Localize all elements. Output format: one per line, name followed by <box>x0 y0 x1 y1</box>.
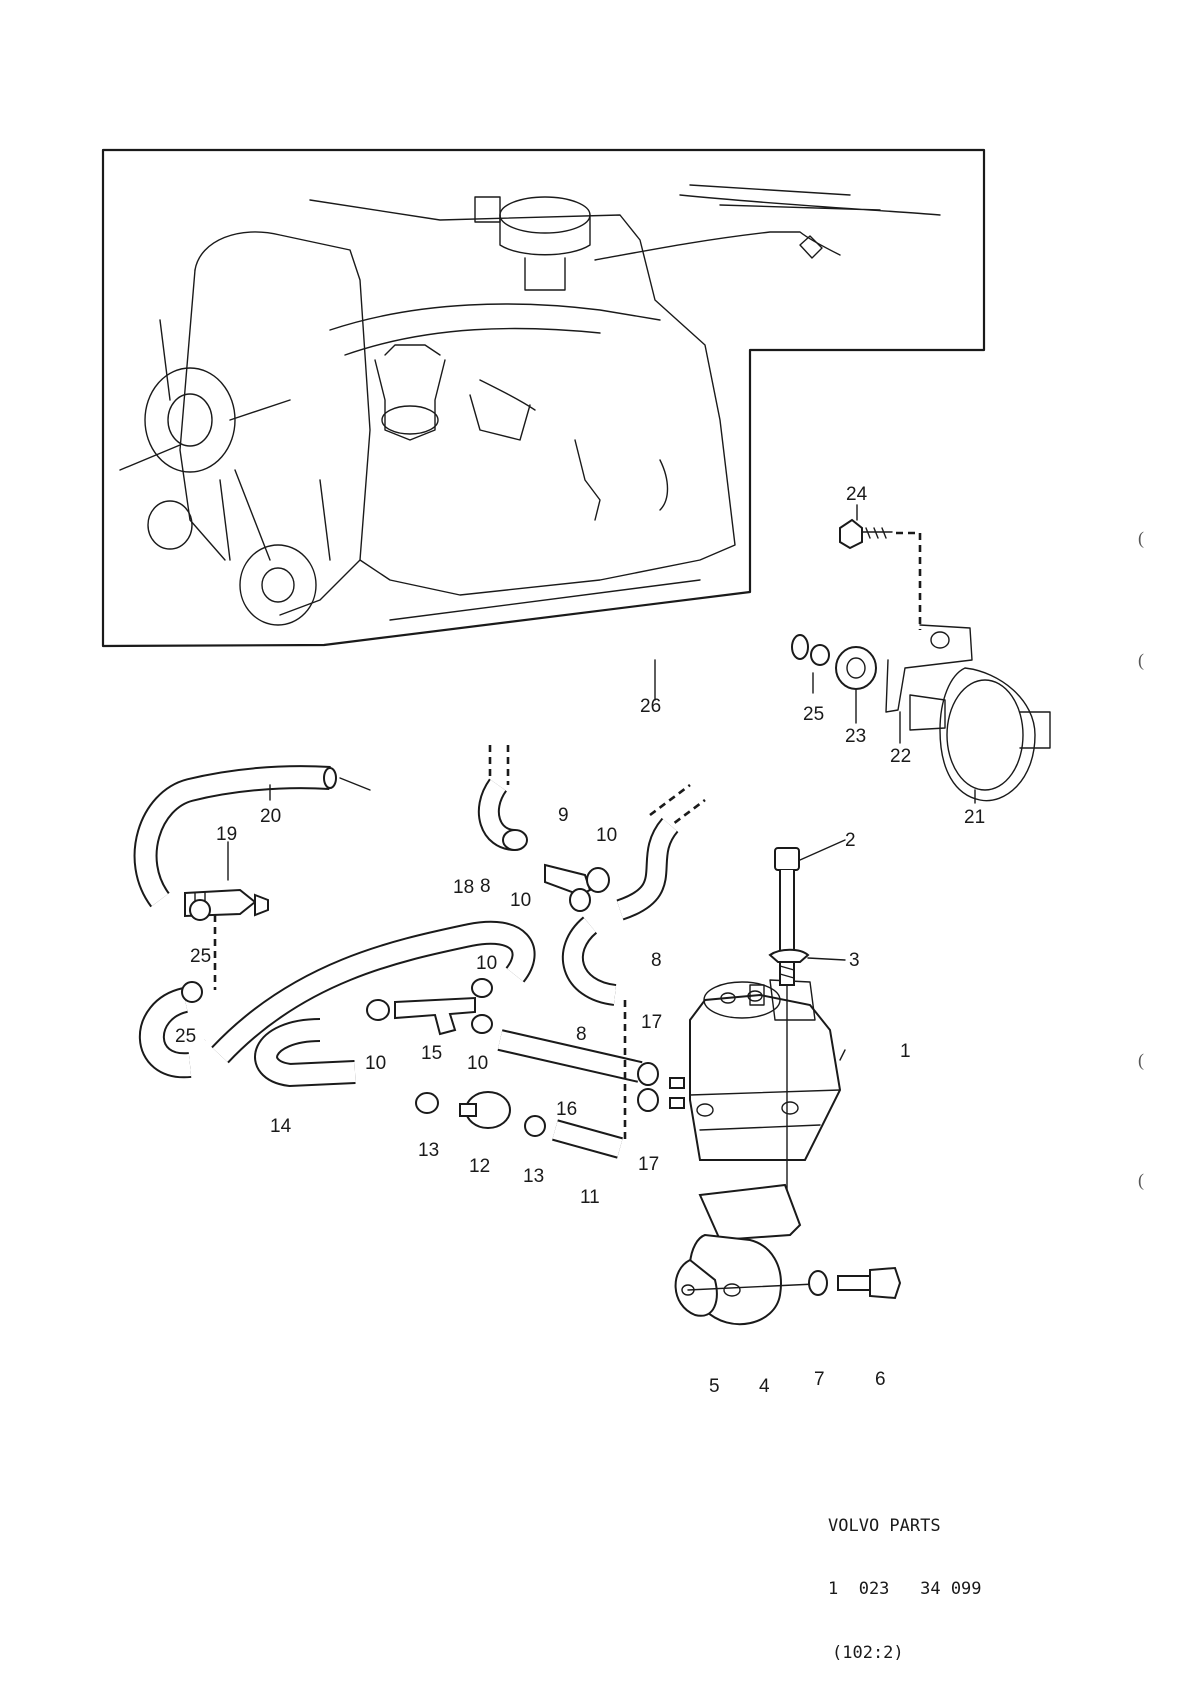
callout-24: 24 <box>846 484 868 505</box>
callout-16: 16 <box>556 1099 577 1120</box>
caption-brand: VOLVO PARTS <box>828 1515 941 1536</box>
callout-8c: 8 <box>576 1024 587 1045</box>
volvo-parts-caption: VOLVO PARTS 1 023 34 099 (102:2) <box>828 1473 982 1685</box>
caption-part-number: 1 023 34 099 <box>828 1579 982 1600</box>
margin-mark-2: ( <box>1138 650 1144 670</box>
part-3-washer <box>768 948 810 963</box>
callout-19: 19 <box>216 824 237 845</box>
part-11-hose <box>552 1000 627 1159</box>
part-18-hose <box>211 920 536 1064</box>
callout-10d: 10 <box>365 1053 386 1074</box>
callout-2: 2 <box>845 830 856 851</box>
callout-10b: 10 <box>510 890 531 911</box>
callout-7: 7 <box>814 1369 825 1390</box>
part-16-hose <box>497 1029 643 1083</box>
callout-8b: 8 <box>651 950 662 971</box>
callout-21: 21 <box>964 807 985 828</box>
callout-22: 22 <box>890 746 911 767</box>
callout-5: 5 <box>709 1376 720 1397</box>
callout-15: 15 <box>421 1043 442 1064</box>
callout-12: 12 <box>469 1156 490 1177</box>
part-24-screw <box>839 518 922 630</box>
part-23-nut <box>835 646 877 690</box>
callout-8a: 8 <box>480 876 491 897</box>
callout-3: 3 <box>849 950 860 971</box>
part-20-hose <box>133 765 371 908</box>
callout-13b: 13 <box>523 1166 544 1187</box>
part-12-filter <box>459 1091 511 1129</box>
callout-labels: 1 2 3 4 5 6 7 8 8 8 9 10 10 10 10 10 11 … <box>175 484 985 1397</box>
callout-10e: 10 <box>467 1053 488 1074</box>
part-6-bolt <box>837 1266 902 1300</box>
engine-inset-frame <box>101 148 986 648</box>
callout-11: 11 <box>580 1187 600 1208</box>
margin-mark-4: ( <box>1138 1170 1144 1190</box>
callout-10c: 10 <box>476 953 497 974</box>
part-5-gasket <box>674 1258 816 1317</box>
callout-1: 1 <box>900 1041 911 1062</box>
callout-25c: 25 <box>175 1026 196 1047</box>
callout-14: 14 <box>270 1116 292 1137</box>
callout-18: 18 <box>453 877 474 898</box>
callout-23: 23 <box>845 726 866 747</box>
callout-10a: 10 <box>596 825 617 846</box>
callout-25b: 25 <box>190 946 211 967</box>
part-1-valve-body <box>669 979 842 1161</box>
engine-illustration <box>119 184 941 626</box>
callout-25a: 25 <box>803 704 824 725</box>
callout-13a: 13 <box>418 1140 439 1161</box>
left-hose-loop <box>138 915 217 1079</box>
part-2-bolt <box>774 847 800 986</box>
part-21-vacuum-unit <box>909 667 1051 802</box>
margin-mark-3: ( <box>1138 1050 1144 1070</box>
callout-17b: 17 <box>638 1154 659 1175</box>
callout-6: 6 <box>875 1369 886 1390</box>
margin-mark-1: ( <box>1138 528 1144 548</box>
callout-4: 4 <box>759 1376 770 1397</box>
part-14-hose <box>254 1018 356 1088</box>
leader-lines <box>227 504 976 1061</box>
caption-page-ref: (102:2) <box>832 1643 904 1663</box>
callout-26: 26 <box>640 696 661 717</box>
part-15-tee <box>394 996 476 1036</box>
hose-clamps <box>181 644 830 1137</box>
callout-9: 9 <box>558 805 569 826</box>
part-19-valve <box>184 888 269 918</box>
part-22-bracket <box>885 624 973 713</box>
callout-20: 20 <box>260 806 281 827</box>
part-7-washer <box>808 1270 828 1296</box>
callout-17a: 17 <box>641 1012 662 1033</box>
